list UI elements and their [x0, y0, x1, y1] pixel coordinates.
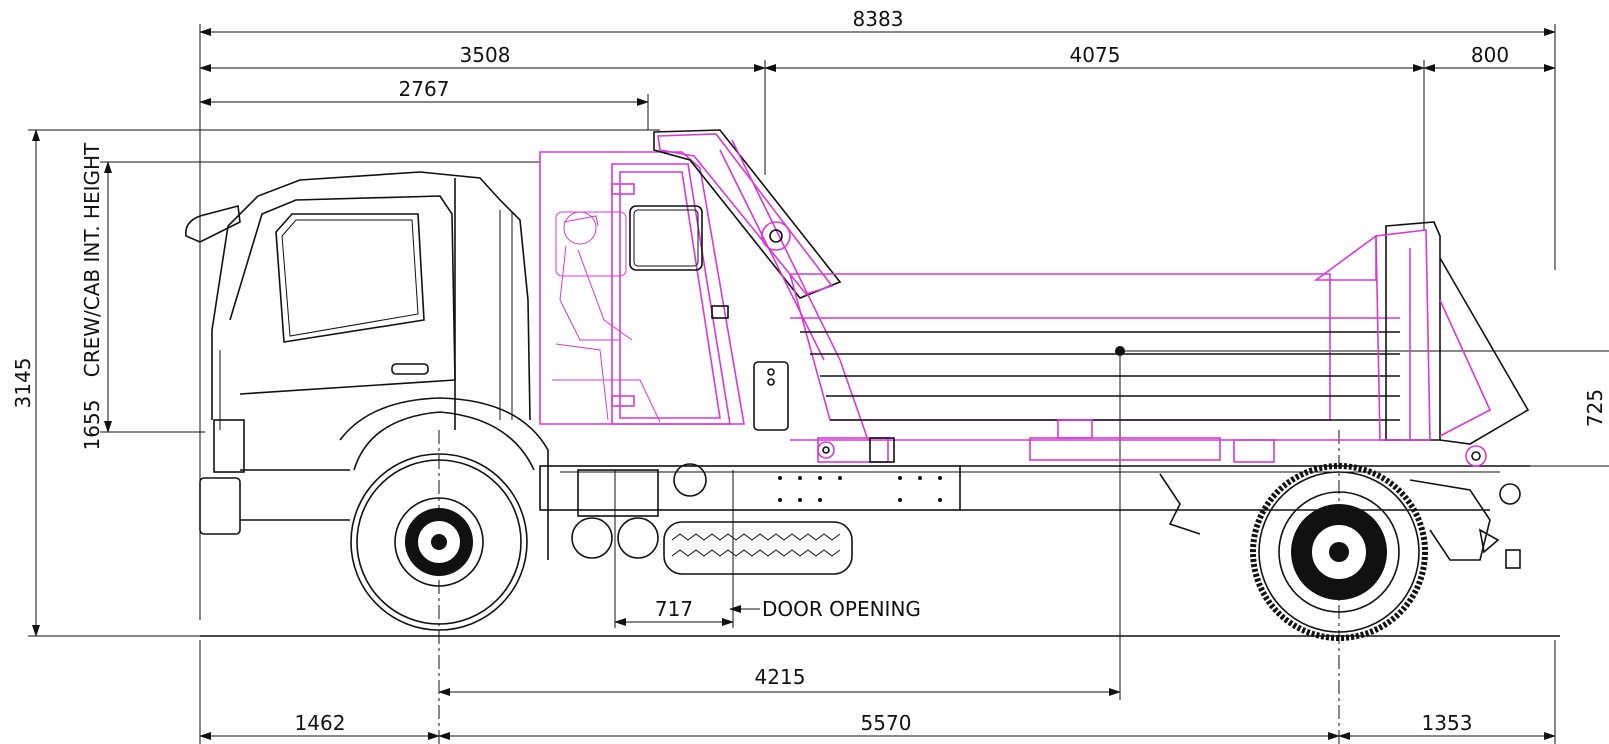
truck-cab [184, 171, 549, 560]
dim-wheelbase: 5570 [861, 711, 912, 735]
front-wheel [350, 411, 535, 631]
dim-front-overhang: 1462 [295, 711, 346, 735]
dim-body-length: 4075 [1070, 43, 1121, 67]
dimension-labels: 8383 3508 4075 800 2767 3145 1655 CREW/C… [11, 7, 1607, 735]
chassis-frame [539, 463, 1530, 575]
dim-cab-int-height: 1655 [80, 400, 104, 451]
fuel-tank [663, 521, 853, 575]
dim-side-height: 725 [1583, 389, 1607, 427]
seated-crew-figure [552, 211, 661, 423]
dim-overall-length: 8383 [853, 7, 904, 31]
rear-wheel [1250, 463, 1428, 641]
dim-rear-overhang-body: 800 [1471, 43, 1509, 67]
dim-overall-height: 3145 [11, 358, 35, 409]
dim-front-axle-to-cog: 4215 [755, 665, 806, 689]
dim-front-to-cab-back: 2767 [399, 77, 450, 101]
dim-door-opening: 717 [655, 597, 693, 621]
crew-cab-body-outline [539, 129, 869, 441]
dim-rear-overhang: 1353 [1422, 711, 1473, 735]
tipper-body [788, 221, 1530, 467]
dim-door-opening-label: DOOR OPENING [762, 597, 921, 621]
dim-cab-int-height-label: CREW/CAB INT. HEIGHT [80, 142, 104, 377]
dim-front-to-body: 3508 [460, 43, 511, 67]
dimension-lines [28, 24, 1609, 744]
